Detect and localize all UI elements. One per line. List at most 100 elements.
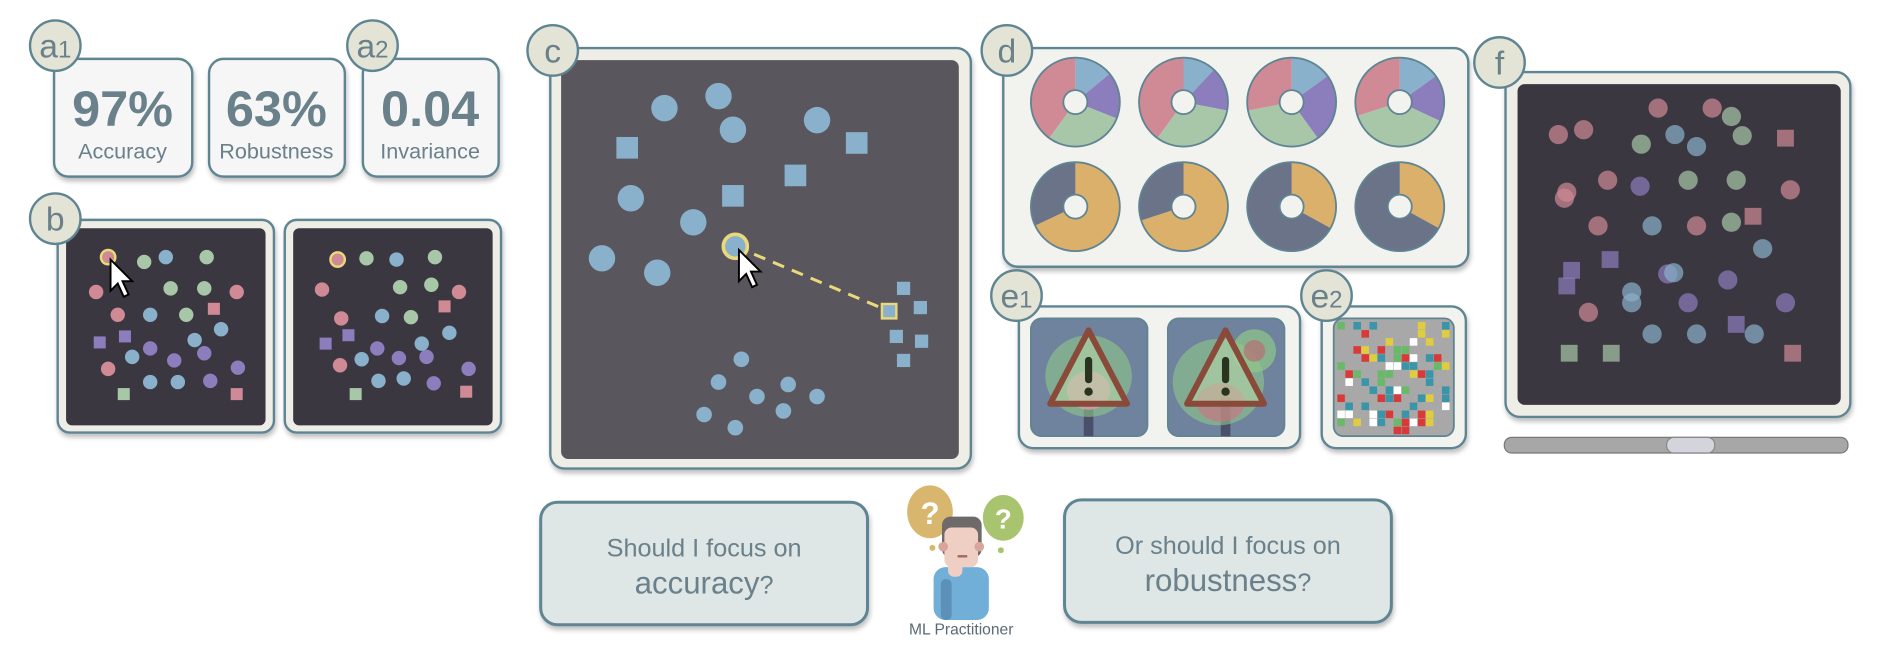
data-point[interactable]: [314, 282, 330, 297]
prediction-donut[interactable]: [1030, 56, 1121, 148]
data-point[interactable]: [197, 346, 212, 361]
data-point[interactable]: [727, 419, 744, 436]
data-point[interactable]: [213, 322, 229, 337]
data-point[interactable]: [1642, 324, 1662, 344]
prediction-donut[interactable]: [1138, 161, 1229, 253]
data-point[interactable]: [775, 403, 792, 419]
prediction-donut[interactable]: [1246, 161, 1338, 253]
data-point[interactable]: [1548, 124, 1568, 145]
data-point[interactable]: [424, 277, 439, 292]
data-point[interactable]: [1678, 293, 1698, 313]
data-point-square[interactable]: [1784, 344, 1802, 362]
data-point[interactable]: [1686, 216, 1707, 236]
data-point[interactable]: [414, 336, 429, 351]
data-point[interactable]: [733, 351, 750, 368]
data-point-square[interactable]: [460, 385, 473, 398]
data-point[interactable]: [1732, 126, 1752, 146]
data-point[interactable]: [142, 307, 158, 323]
data-point[interactable]: [1775, 293, 1796, 313]
data-point[interactable]: [1744, 324, 1764, 344]
data-point-square[interactable]: [1601, 251, 1619, 268]
data-point[interactable]: [142, 341, 158, 356]
data-point[interactable]: [1554, 188, 1575, 208]
data-point[interactable]: [1686, 324, 1707, 344]
data-point[interactable]: [230, 360, 246, 375]
data-point[interactable]: [197, 281, 212, 296]
saliency-image[interactable]: [1030, 317, 1149, 438]
data-point-square[interactable]: [914, 334, 929, 348]
data-point[interactable]: [644, 259, 671, 286]
data-point[interactable]: [142, 374, 158, 390]
data-point[interactable]: [110, 307, 125, 323]
data-point[interactable]: [403, 309, 419, 325]
data-point-square[interactable]: [889, 329, 903, 344]
data-point[interactable]: [229, 284, 244, 300]
slider-thumb[interactable]: [1666, 436, 1716, 454]
data-point[interactable]: [124, 349, 140, 365]
data-point[interactable]: [167, 353, 182, 368]
data-point[interactable]: [1664, 263, 1684, 283]
data-point[interactable]: [334, 311, 349, 326]
data-point-square[interactable]: [1558, 277, 1576, 295]
data-point[interactable]: [179, 307, 194, 323]
data-point-square[interactable]: [722, 185, 744, 207]
data-point[interactable]: [170, 374, 186, 390]
data-point[interactable]: [803, 106, 831, 134]
data-point[interactable]: [1631, 134, 1651, 154]
data-point[interactable]: [329, 251, 347, 268]
data-point[interactable]: [1598, 170, 1618, 190]
data-point[interactable]: [1718, 270, 1738, 290]
data-point-square[interactable]: [913, 300, 927, 315]
data-point-square[interactable]: [845, 132, 868, 154]
prediction-donut[interactable]: [1030, 161, 1121, 253]
data-point[interactable]: [680, 209, 707, 236]
data-point[interactable]: [710, 374, 727, 390]
data-point[interactable]: [1721, 212, 1742, 232]
data-point[interactable]: [749, 388, 765, 405]
saliency-image[interactable]: [1166, 317, 1286, 438]
data-point[interactable]: [1678, 170, 1698, 190]
data-point[interactable]: [451, 284, 467, 300]
data-point-square[interactable]: [349, 388, 362, 401]
data-point[interactable]: [1578, 302, 1599, 323]
data-point[interactable]: [332, 358, 348, 373]
data-point[interactable]: [396, 371, 411, 386]
data-point[interactable]: [719, 116, 747, 143]
data-point[interactable]: [187, 332, 202, 348]
data-point[interactable]: [389, 252, 404, 267]
data-point-square[interactable]: [1727, 316, 1745, 333]
data-point[interactable]: [1648, 98, 1668, 118]
data-point[interactable]: [163, 281, 178, 296]
data-point[interactable]: [419, 349, 434, 365]
data-point-square[interactable]: [1744, 207, 1762, 225]
data-point[interactable]: [374, 308, 390, 324]
data-point-square[interactable]: [1563, 261, 1581, 279]
data-point[interactable]: [1780, 180, 1800, 200]
data-point[interactable]: [651, 94, 678, 122]
data-point[interactable]: [442, 325, 457, 341]
data-point[interactable]: [588, 245, 616, 272]
data-point[interactable]: [1588, 216, 1608, 236]
data-point-square[interactable]: [93, 336, 106, 349]
data-point-square[interactable]: [207, 302, 220, 315]
data-point[interactable]: [1665, 124, 1685, 145]
data-point-square[interactable]: [438, 300, 451, 313]
data-point-square[interactable]: [1560, 344, 1578, 362]
data-point-square[interactable]: [1777, 129, 1794, 147]
data-point[interactable]: [1702, 98, 1722, 118]
data-point[interactable]: [392, 279, 408, 295]
data-point-square[interactable]: [616, 136, 639, 159]
data-point[interactable]: [1642, 216, 1662, 236]
data-point[interactable]: [354, 352, 369, 367]
data-point-square[interactable]: [896, 353, 911, 368]
data-point[interactable]: [199, 249, 214, 265]
prediction-donut[interactable]: [1354, 161, 1446, 253]
prediction-donut[interactable]: [1138, 56, 1229, 148]
data-point[interactable]: [203, 373, 218, 389]
data-point[interactable]: [1574, 120, 1594, 140]
data-point-square[interactable]: [896, 281, 911, 295]
scatter-slider[interactable]: [1503, 436, 1849, 454]
data-point[interactable]: [1726, 170, 1746, 190]
data-point[interactable]: [370, 341, 385, 356]
data-point-square[interactable]: [117, 388, 130, 401]
